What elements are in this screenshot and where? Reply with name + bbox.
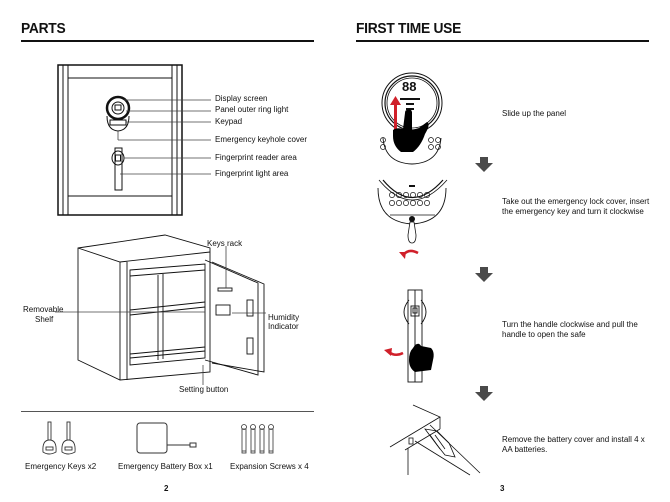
- label-panel-outer-ring-light: Panel outer ring light: [215, 105, 289, 114]
- screw-icon: [241, 424, 274, 454]
- accessory-label: Emergency Keys x2: [25, 462, 97, 471]
- title-rule: [356, 40, 649, 42]
- label-setting-button: Setting button: [179, 385, 229, 394]
- label-keys-rack: Keys rack: [207, 239, 243, 248]
- down-arrow-icon: [475, 386, 493, 401]
- down-arrow-icon: [475, 157, 493, 172]
- step-2-text: Take out the emergency lock cover, inser…: [502, 197, 650, 216]
- label-removable-shelf-2: Shelf: [35, 315, 54, 324]
- label-humidity-1: Humidity: [268, 313, 300, 322]
- label-display-screen: Display screen: [215, 94, 268, 103]
- hand-icon: [409, 343, 434, 372]
- parts-page: PARTS: [21, 20, 314, 493]
- battery-box-icon: [136, 422, 197, 454]
- label-removable-shelf-1: Removable: [23, 305, 64, 314]
- step-1-text: Slide up the panel: [502, 109, 567, 118]
- label-humidity-2: Indicator: [268, 322, 299, 331]
- divider: [21, 411, 314, 412]
- key-icon: [407, 221, 417, 244]
- page-title: PARTS: [21, 20, 66, 37]
- title-rule: [21, 40, 314, 42]
- key-icon: [42, 421, 76, 455]
- display-digits: 88: [402, 79, 416, 94]
- first-time-use-page: FIRST TIME USE: [335, 0, 670, 502]
- label-keypad: Keypad: [215, 117, 243, 126]
- page-number: 2: [164, 484, 169, 493]
- page-number: 3: [500, 484, 505, 493]
- hand-icon: [393, 109, 429, 152]
- label-emergency-keyhole-cover: Emergency keyhole cover: [215, 135, 308, 144]
- step1-illustration: 88: [380, 72, 443, 165]
- step3-illustration: [384, 289, 434, 383]
- step4-illustration: [389, 404, 481, 476]
- safe-open-illustration: [55, 234, 266, 385]
- label-fingerprint-light-area: Fingerprint light area: [215, 169, 289, 178]
- page-title: FIRST TIME USE: [356, 20, 462, 37]
- step2-illustration: [377, 179, 448, 259]
- down-arrow-icon: [475, 267, 493, 282]
- step-4-text: Remove the battery cover and install 4 x…: [502, 435, 645, 454]
- accessory-label: Expansion Screws x 4: [230, 462, 309, 471]
- step-3-text: Turn the handle clockwise and pull the h…: [502, 320, 638, 339]
- safe-front-illustration: [57, 64, 211, 216]
- accessory-label: Emergency Battery Box x1: [118, 462, 213, 471]
- label-fingerprint-reader-area: Fingerprint reader area: [215, 153, 297, 162]
